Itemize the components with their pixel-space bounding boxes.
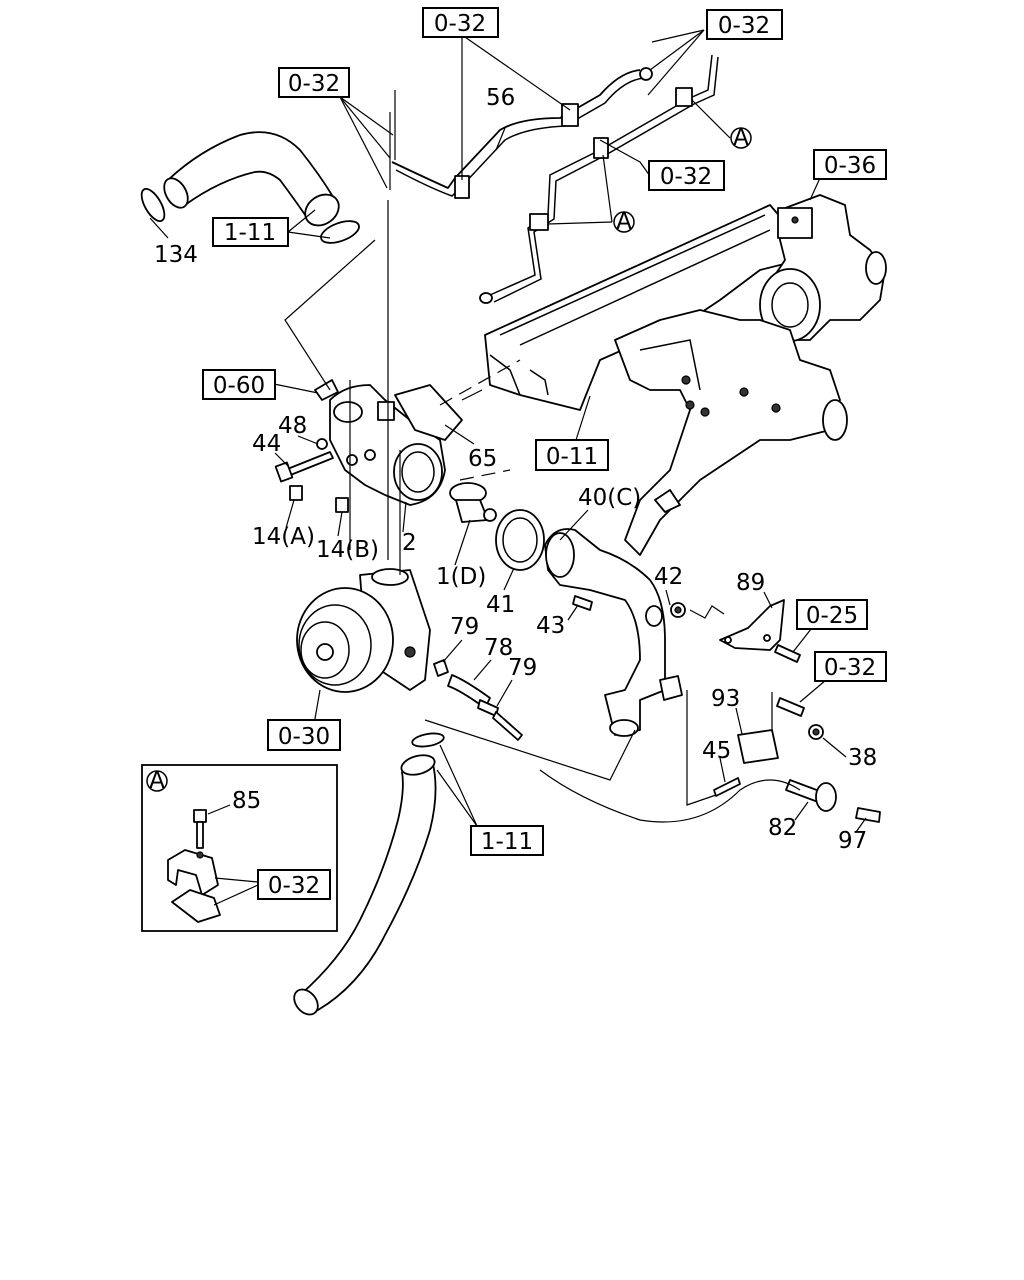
svg-text:1-11: 1-11 xyxy=(481,829,533,855)
label-43: 43 xyxy=(536,613,565,639)
svg-text:0-32: 0-32 xyxy=(268,873,320,899)
svg-text:0-32: 0-32 xyxy=(660,164,712,190)
ref-box-0-32-top[interactable]: 0-32 xyxy=(422,7,499,38)
ref-box-0-32-inset[interactable]: 0-32 xyxy=(257,869,331,900)
svg-text:A: A xyxy=(149,768,165,794)
label-56: 56 xyxy=(486,85,515,111)
label-97: 97 xyxy=(838,828,867,854)
label-89: 89 xyxy=(736,570,765,596)
svg-text:0-30: 0-30 xyxy=(278,724,330,750)
svg-text:A: A xyxy=(733,125,749,151)
ref-box-0-32-right[interactable]: 0-32 xyxy=(814,651,887,682)
label-leaders xyxy=(149,29,867,833)
svg-text:0-32: 0-32 xyxy=(718,13,770,39)
callout-a-upper: A xyxy=(730,125,752,151)
nut-38 xyxy=(808,724,824,740)
bolt-0-32-right xyxy=(776,697,805,717)
lower-hose xyxy=(293,732,445,1016)
leader-lines xyxy=(284,90,801,823)
label-48: 48 xyxy=(278,413,307,439)
svg-text:0-32: 0-32 xyxy=(434,11,486,37)
ref-box-1-11-bottom[interactable]: 1-11 xyxy=(470,825,544,856)
ref-box-0-36[interactable]: 0-36 xyxy=(813,149,887,180)
label-1d: 1(D) xyxy=(436,564,486,590)
gasket-41 xyxy=(495,509,545,571)
bolt-97 xyxy=(855,807,881,823)
exhaust-manifold xyxy=(614,309,848,556)
ref-box-0-25[interactable]: 0-25 xyxy=(796,599,868,630)
svg-text:0-60: 0-60 xyxy=(213,373,265,399)
ref-box-0-11[interactable]: 0-11 xyxy=(535,439,609,471)
label-14b: 14(B) xyxy=(316,537,379,563)
bracket-89 xyxy=(719,599,785,651)
label-45: 45 xyxy=(702,738,731,764)
outlet-pipe xyxy=(544,528,683,737)
label-65: 65 xyxy=(468,446,497,472)
svg-text:0-32: 0-32 xyxy=(288,71,340,97)
label-134: 134 xyxy=(154,242,198,268)
pipe-82 xyxy=(785,779,837,812)
label-79-a: 79 xyxy=(450,614,479,640)
svg-text:0-36: 0-36 xyxy=(824,153,876,179)
upper-hose xyxy=(140,131,360,244)
pipe-rear xyxy=(479,54,719,304)
pipe-56 xyxy=(391,67,653,199)
label-41: 41 xyxy=(486,592,515,618)
svg-text:0-32: 0-32 xyxy=(824,655,876,681)
svg-text:1-11: 1-11 xyxy=(224,220,276,246)
label-79-b: 79 xyxy=(508,655,537,681)
label-14a: 14(A) xyxy=(252,524,315,550)
svg-text:0-25: 0-25 xyxy=(806,603,858,629)
label-42: 42 xyxy=(654,564,683,590)
bypass-fittings xyxy=(433,659,523,741)
label-93: 93 xyxy=(711,686,740,712)
callout-a-mid: A xyxy=(613,209,635,235)
svg-text:0-11: 0-11 xyxy=(546,444,598,470)
inset-detail-a xyxy=(141,764,338,932)
ref-box-0-60[interactable]: 0-60 xyxy=(202,369,276,400)
ref-box-0-32-mid[interactable]: 0-32 xyxy=(648,160,725,191)
label-78: 78 xyxy=(484,635,513,661)
ref-box-1-11-top[interactable]: 1-11 xyxy=(212,217,289,247)
label-2: 2 xyxy=(402,530,417,556)
turbocharger xyxy=(759,194,887,342)
water-pump xyxy=(296,568,431,693)
label-82: 82 xyxy=(768,815,797,841)
ref-box-0-32-left[interactable]: 0-32 xyxy=(278,67,350,98)
nut-42 xyxy=(670,602,686,618)
label-38: 38 xyxy=(848,745,877,771)
plate-93 xyxy=(737,729,779,764)
bolt-43 xyxy=(572,595,593,611)
svg-text:A: A xyxy=(616,209,632,235)
callout-a-inset: A xyxy=(146,768,168,794)
label-85: 85 xyxy=(232,788,261,814)
label-44: 44 xyxy=(252,431,281,457)
stud-45 xyxy=(713,777,741,797)
thermostat xyxy=(449,482,497,523)
label-40c: 40(C) xyxy=(578,485,641,511)
ref-box-0-30[interactable]: 0-30 xyxy=(267,719,341,751)
ref-box-0-32-topright[interactable]: 0-32 xyxy=(706,9,783,40)
